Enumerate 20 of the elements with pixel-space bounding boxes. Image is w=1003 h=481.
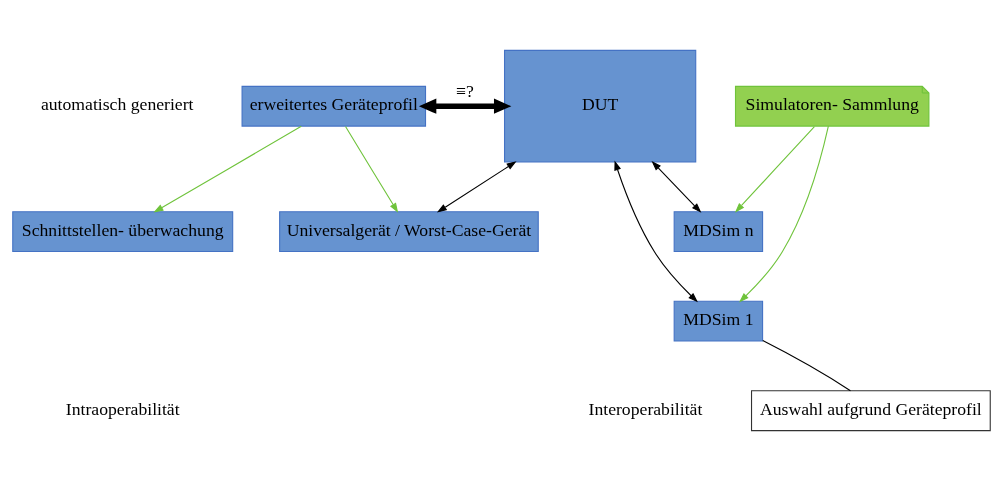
- label: Intraoperabilität: [65, 398, 180, 419]
- node-box: MDSim n: [673, 211, 764, 253]
- node-box: Schnittstellen- überwachung: [12, 211, 234, 253]
- edge-label: ≡?: [456, 81, 474, 102]
- node-box: Universalgerät / Worst-Case-Gerät: [279, 211, 539, 253]
- arrow: [651, 160, 702, 213]
- label: Interoperabilität: [588, 398, 703, 419]
- arrow: [734, 126, 815, 213]
- node-box: Auswahl aufgrund Geräteprofil: [750, 390, 991, 432]
- node-box: erweitertes Geräteprofil: [241, 85, 427, 127]
- connector: [762, 340, 851, 392]
- arrow: [436, 161, 517, 213]
- arrow: [153, 125, 302, 213]
- label: automatisch generiert: [40, 94, 194, 115]
- arrow: [418, 98, 512, 114]
- arrow: [614, 160, 698, 303]
- node-box: DUT: [504, 49, 697, 163]
- arrow: [345, 126, 399, 213]
- arrow: [738, 125, 829, 303]
- node-box: MDSim 1: [673, 300, 764, 342]
